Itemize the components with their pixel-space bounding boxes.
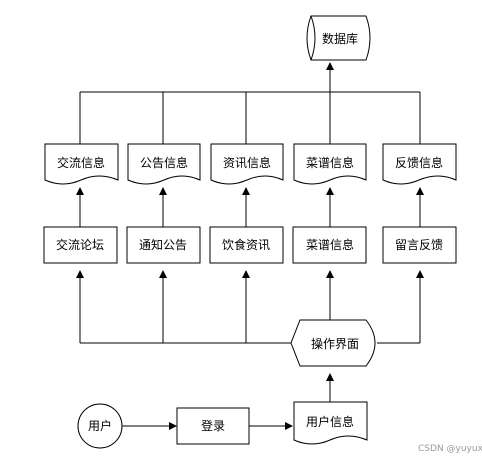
data-store-label: 菜谱信息: [306, 155, 354, 170]
interface-bus: [76, 270, 424, 344]
interface-node: 操作界面: [290, 319, 376, 367]
data-store-label: 公告信息: [140, 155, 188, 170]
module-label: 饮食资讯: [222, 237, 270, 252]
user-info-label: 用户信息: [306, 414, 354, 429]
user-label: 用户: [88, 418, 112, 433]
module-node: 交流论坛: [43, 226, 118, 264]
login-label: 登录: [201, 418, 225, 433]
module-node: 通知公告: [126, 226, 201, 264]
module-node: 留言反馈: [382, 226, 457, 264]
module-label: 菜谱信息: [306, 237, 354, 252]
database-bus: [79, 62, 421, 144]
login-node: 登录: [176, 407, 250, 445]
interface-label: 操作界面: [311, 336, 359, 351]
user-info-node: 用户信息: [293, 401, 368, 445]
module-label: 交流论坛: [56, 237, 104, 252]
data-store-node: 公告信息: [127, 143, 201, 185]
module-node: 菜谱信息: [292, 226, 367, 264]
data-store-label: 反馈信息: [395, 155, 443, 170]
module-label: 留言反馈: [395, 238, 443, 252]
module-to-store-arrows: [76, 187, 424, 227]
csdn-watermark: CSDN @yuyuxun1: [418, 444, 482, 454]
user-node: 用户: [77, 403, 123, 449]
data-store-node: 反馈信息: [382, 143, 457, 185]
data-store-node: 资讯信息: [210, 143, 284, 185]
data-store-node: 交流信息: [44, 143, 119, 185]
database-label: 数据库: [322, 31, 358, 46]
module-label: 通知公告: [139, 238, 187, 252]
module-node: 饮食资讯: [209, 226, 284, 264]
database-node: 数据库: [306, 15, 371, 61]
data-store-label: 交流信息: [57, 155, 105, 170]
data-store-label: 资讯信息: [223, 155, 271, 170]
data-store-node: 菜谱信息: [293, 143, 367, 185]
